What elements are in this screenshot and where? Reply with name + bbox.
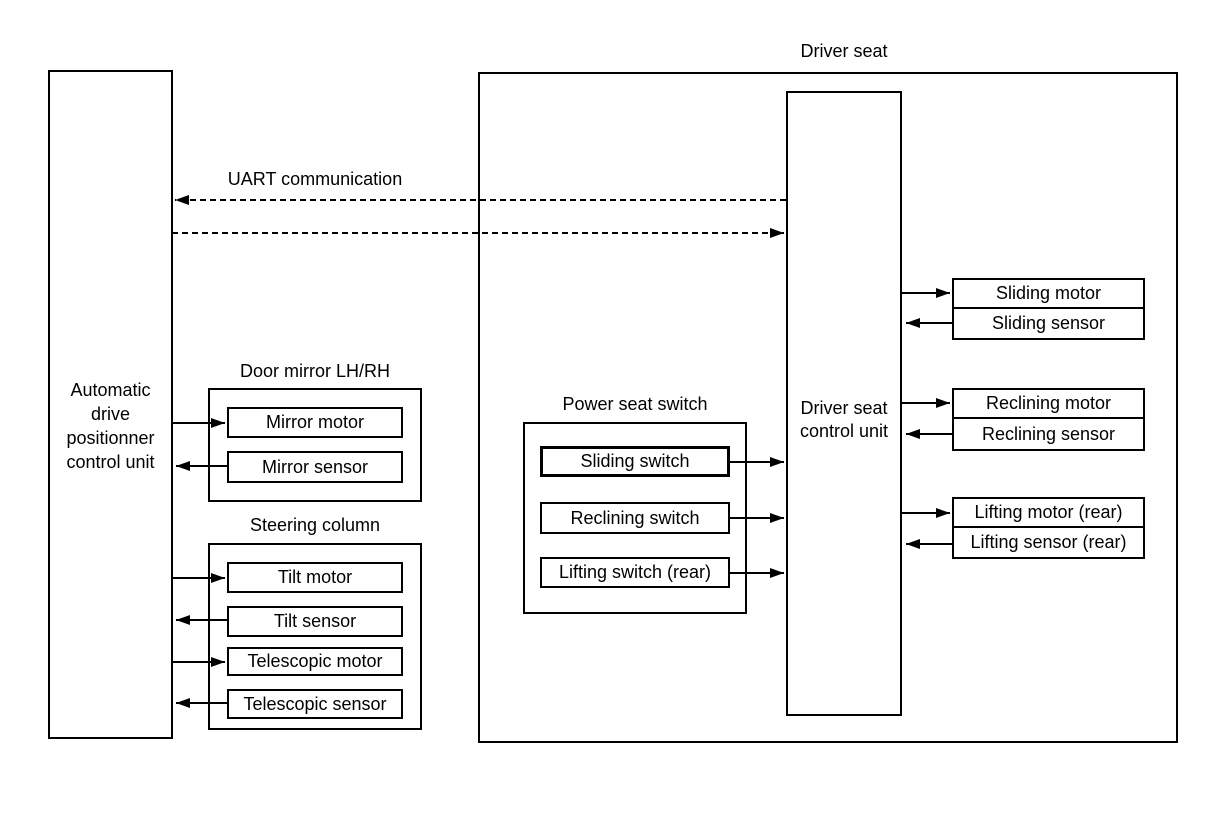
reclining-switch-box: Reclining switch xyxy=(540,502,730,534)
steering-column-group-title: Steering column xyxy=(249,515,381,535)
reclining-motor-box: Reclining motor xyxy=(952,388,1145,419)
door-mirror-group-title: Door mirror LH/RH xyxy=(239,361,390,381)
driver-seat-group-title: Driver seat xyxy=(800,41,888,61)
driver-seat-control-unit-box: Driver seat control unit xyxy=(786,91,902,716)
steering-column-group-box xyxy=(208,543,422,730)
adp-unit-label-line2: drive xyxy=(90,404,130,424)
sliding-switch-box: Sliding switch xyxy=(540,446,730,477)
adp-unit-label-line4: control unit xyxy=(66,452,155,472)
tilt-motor-box: Tilt motor xyxy=(227,562,403,593)
adp-unit-label-line3: positionner xyxy=(66,428,155,448)
lifting-motor-box: Lifting motor (rear) xyxy=(952,497,1145,528)
dsc-unit-label-line2: control unit xyxy=(799,421,889,441)
lifting-switch-box: Lifting switch (rear) xyxy=(540,557,730,588)
telescopic-motor-box: Telescopic motor xyxy=(227,647,403,676)
door-mirror-group-box xyxy=(208,388,422,502)
power-seat-switch-group-title: Power seat switch xyxy=(562,394,708,414)
adp-control-unit-box: Automatic drive positionner control unit xyxy=(48,70,173,739)
reclining-sensor-box: Reclining sensor xyxy=(952,417,1145,451)
lifting-sensor-box: Lifting sensor (rear) xyxy=(952,526,1145,559)
tilt-sensor-box: Tilt sensor xyxy=(227,606,403,637)
mirror-motor-box: Mirror motor xyxy=(227,407,403,438)
driver-seat-group-box xyxy=(478,72,1178,743)
sliding-sensor-box: Sliding sensor xyxy=(952,307,1145,340)
adp-unit-label-line1: Automatic xyxy=(70,380,151,400)
uart-communication-label: UART communication xyxy=(227,169,403,189)
sliding-motor-box: Sliding motor xyxy=(952,278,1145,309)
dsc-unit-label-line1: Driver seat xyxy=(800,398,888,418)
telescopic-sensor-box: Telescopic sensor xyxy=(227,689,403,719)
mirror-sensor-box: Mirror sensor xyxy=(227,451,403,483)
